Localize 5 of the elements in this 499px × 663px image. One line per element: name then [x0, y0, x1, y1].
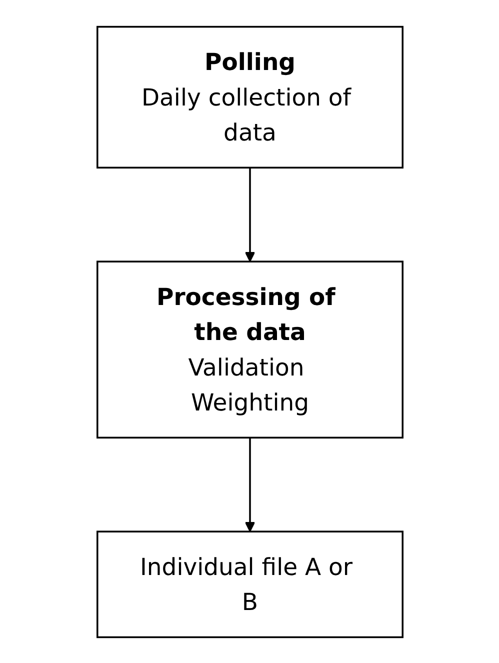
- arrow: [244, 437, 255, 532]
- node-box: Polling Daily collection of data: [96, 25, 403, 168]
- arrow: [244, 167, 255, 262]
- node-box: Individual file A or B: [96, 530, 403, 638]
- node-box: Processing of the data Validation Weighting: [96, 260, 403, 438]
